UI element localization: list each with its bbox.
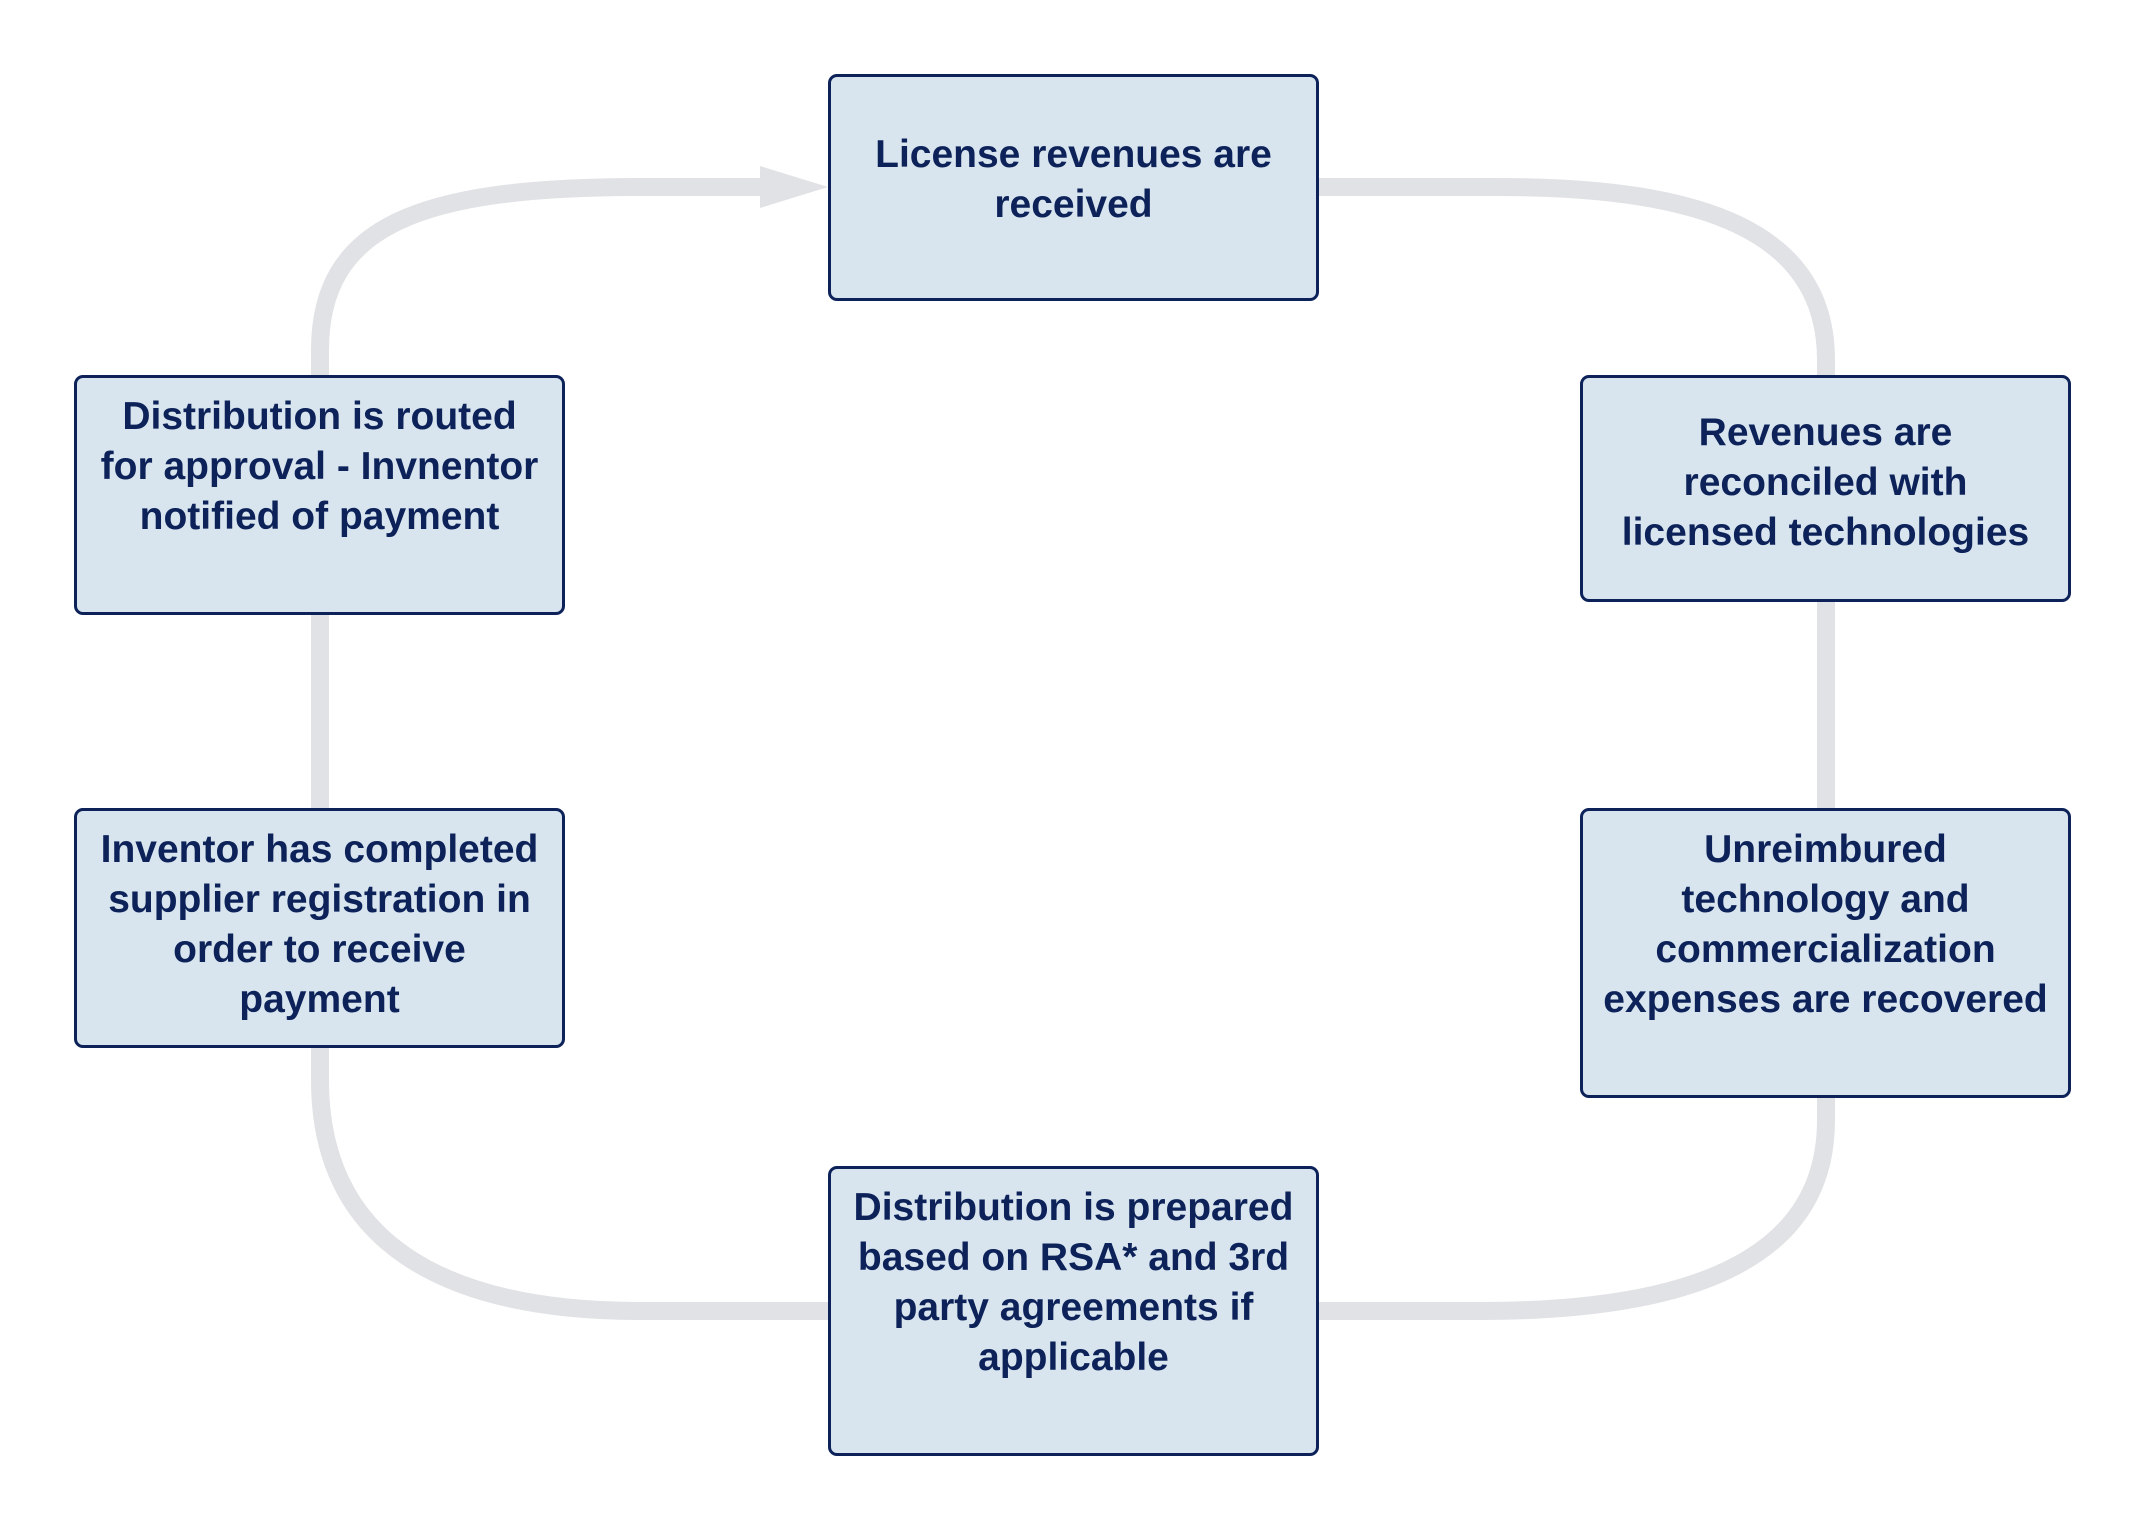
- connector-step3-to-step4: [1319, 1098, 1835, 1320]
- node-label: License revenues are received: [875, 133, 1272, 226]
- node-label: Unreimbured technology and commercializa…: [1603, 828, 2048, 1021]
- node-label: Revenues are reconciled with licensed te…: [1621, 411, 2030, 554]
- node-label: Distribution is prepared based on RSA* a…: [853, 1186, 1294, 1379]
- node-revenues-reconciled: Revenues are reconciled with licensed te…: [1580, 375, 2071, 602]
- node-label: Distribution is routed for approval - In…: [100, 395, 539, 538]
- node-distribution-routed: Distribution is routed for approval - In…: [74, 375, 565, 615]
- node-supplier-registration: Inventor has completed supplier registra…: [74, 808, 565, 1048]
- arrowhead-step1: [760, 166, 828, 208]
- node-label: Inventor has completed supplier registra…: [100, 828, 539, 1021]
- connector-step6-to-step1: [311, 178, 765, 375]
- connector-step1-to-step2: [1319, 178, 1835, 375]
- node-expenses-recovered: Unreimbured technology and commercializa…: [1580, 808, 2071, 1098]
- node-license-revenues-received: License revenues are received: [828, 74, 1319, 301]
- connector-step4-to-step5: [311, 1048, 828, 1320]
- node-distribution-prepared: Distribution is prepared based on RSA* a…: [828, 1166, 1319, 1456]
